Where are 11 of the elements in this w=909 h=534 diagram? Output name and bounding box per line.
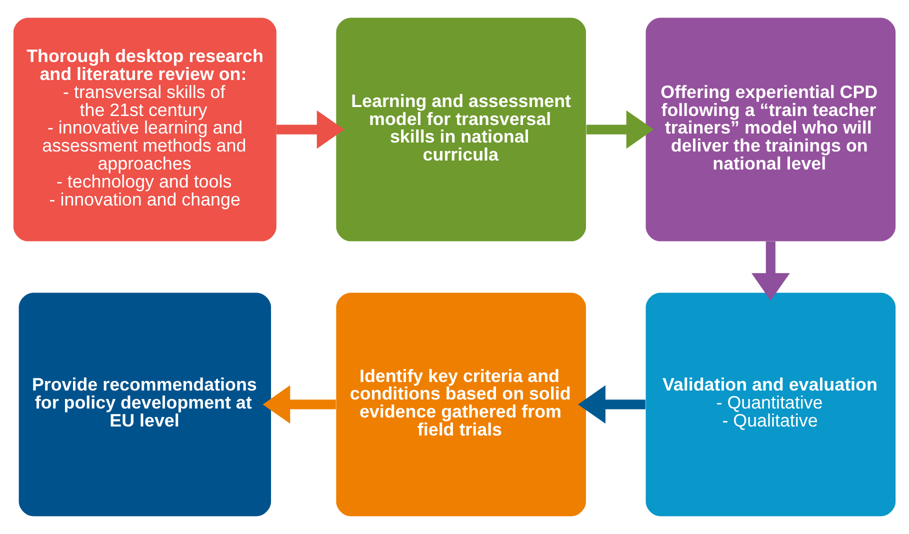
node-box: Learning and assessment model for transversal skills in national curricula: [336, 18, 586, 242]
node-box: Identify key criteria and conditions based on solid evidence gathered from field trials: [336, 292, 586, 516]
node-box: Provide recommendations for policy development at EU level: [18, 292, 272, 516]
arrow: [751, 241, 790, 301]
arrow: [262, 385, 336, 424]
arrow: [276, 110, 344, 149]
node-box: Validation and evaluation - Quantitative - Qualitative: [646, 292, 896, 516]
node-box: Thorough desktop research and literature review on: - transversal skills of the 21st century - innovative learning and assessment methods and approaches - technology and tools - innovation and change: [13, 18, 276, 242]
node-box: Offering experiential CPD following a “train teacher trainers” model who will deliver the trainings on national level: [646, 18, 896, 242]
arrow: [586, 110, 654, 149]
arrow: [578, 385, 646, 424]
